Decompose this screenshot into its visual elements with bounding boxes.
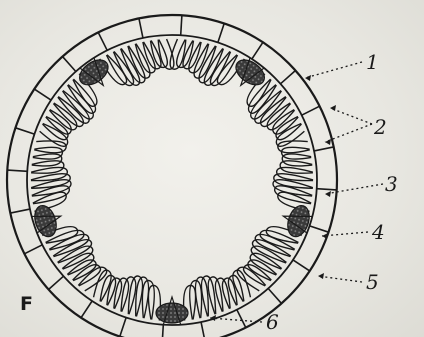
plate-suture [201, 322, 205, 337]
leader-line [210, 318, 262, 322]
label-5: 5 [366, 272, 379, 292]
leader-arrowhead [330, 105, 336, 111]
plate-suture [293, 260, 310, 271]
leader-line [305, 62, 362, 78]
gland-body [75, 55, 113, 90]
label-2: 2 [374, 117, 387, 137]
label-3: 3 [385, 174, 398, 194]
plate-suture [268, 288, 281, 303]
plate-suture [237, 310, 246, 328]
gill-loop [248, 260, 277, 281]
plate-suture [120, 318, 126, 337]
leader-arrowhead [325, 139, 331, 145]
plate-suture [81, 301, 92, 318]
gill-loop [282, 154, 312, 166]
plate-suture [63, 57, 76, 72]
ring-outer-edge [7, 15, 337, 337]
plate-suture [34, 89, 51, 100]
gland-body [156, 303, 188, 323]
gland-body [31, 203, 60, 240]
respiratory-tufts [31, 39, 313, 320]
plate-suture [302, 106, 320, 115]
plate-suture [139, 18, 143, 38]
plate-suture [314, 147, 334, 151]
plate-suture [49, 276, 64, 289]
leader-arrowhead [325, 191, 331, 197]
gland-body [284, 203, 313, 240]
plate-suture [280, 71, 295, 84]
label-4: 4 [372, 222, 385, 242]
plate-suture [24, 245, 42, 254]
plate-suture [162, 325, 163, 337]
plate-suture [252, 42, 263, 59]
label-1: 1 [366, 52, 379, 72]
plate-suture [317, 189, 337, 190]
leader-arrowhead [318, 273, 324, 279]
leader-line [330, 108, 372, 124]
gill-loop [32, 154, 62, 166]
label-leader-lines [210, 62, 383, 322]
leader-arrowhead [305, 75, 311, 81]
plate-suture [98, 32, 107, 50]
plate-suture [15, 128, 34, 134]
leader-line [318, 276, 362, 282]
gill-loop [67, 260, 96, 281]
plate-suture [310, 226, 329, 232]
plate-suture [7, 170, 27, 171]
plate-suture [181, 15, 182, 35]
panel-letter: F [20, 295, 33, 314]
plate-suture [218, 23, 224, 42]
ring-inner-edge [27, 35, 317, 325]
label-6: 6 [266, 312, 279, 332]
gland-body [231, 55, 269, 90]
outer-ring-plates [7, 15, 337, 337]
leader-arrowhead [322, 233, 328, 239]
plate-suture [10, 209, 30, 213]
